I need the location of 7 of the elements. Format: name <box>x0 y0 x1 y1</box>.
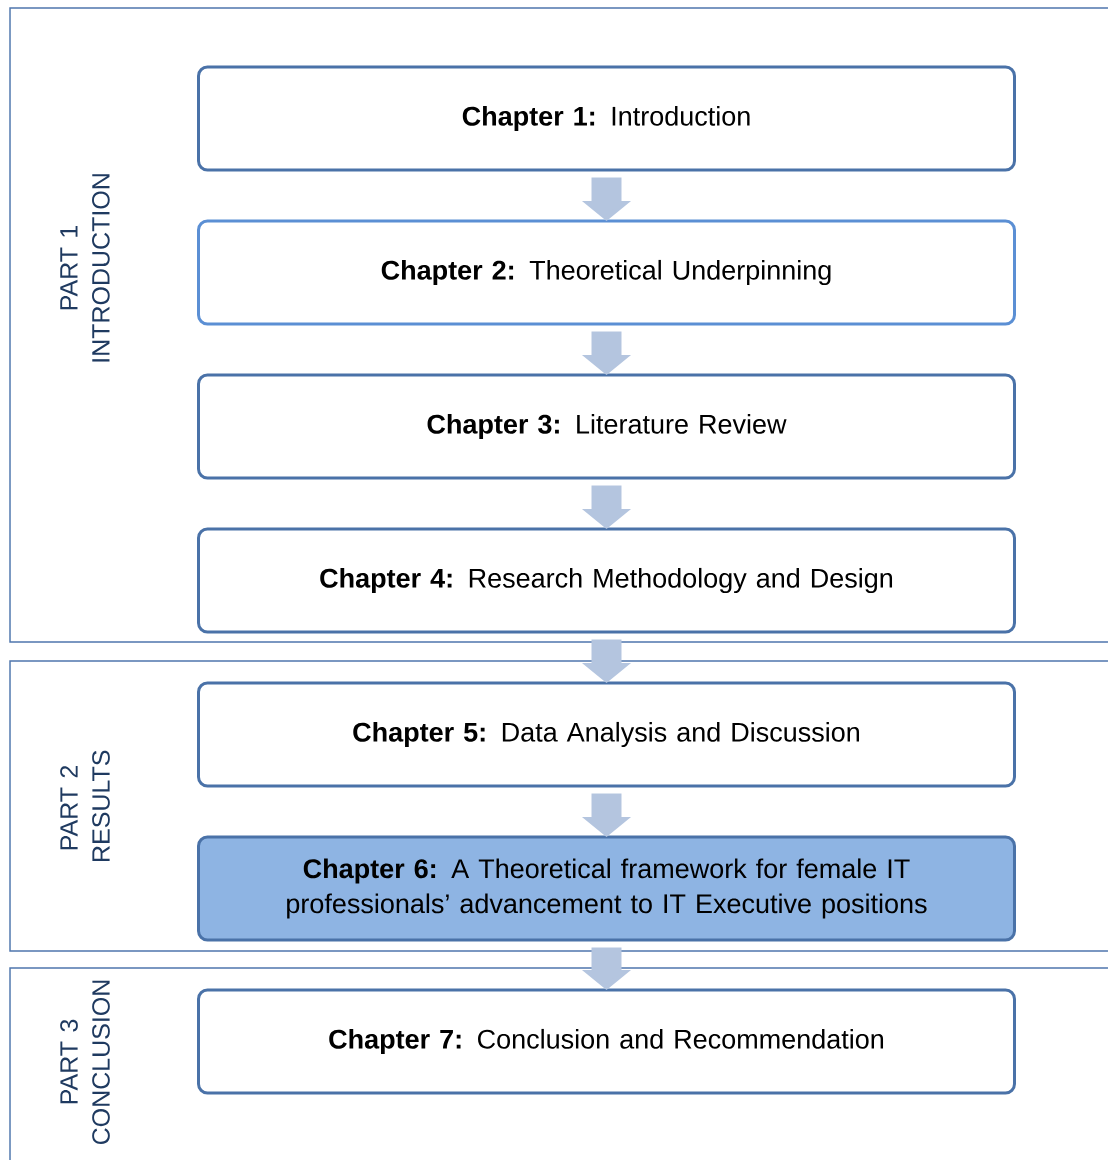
chapter-box: Chapter 1: Introduction <box>197 65 1016 172</box>
chapter-box: Chapter 7: Conclusion and Recommendation <box>197 988 1016 1095</box>
chapter-box: Chapter 3: Literature Review <box>197 373 1016 480</box>
chapter-box: Chapter 5: Data Analysis and Discussion <box>197 681 1016 788</box>
chapter-box: Chapter 6: A Theoretical framework for female IT professionals’ advancement to IT Executive positions <box>197 835 1016 942</box>
chapter-box: Chapter 4: Research Methodology and Design <box>197 527 1016 634</box>
chapter-box: Chapter 2: Theoretical Underpinning <box>197 219 1016 326</box>
